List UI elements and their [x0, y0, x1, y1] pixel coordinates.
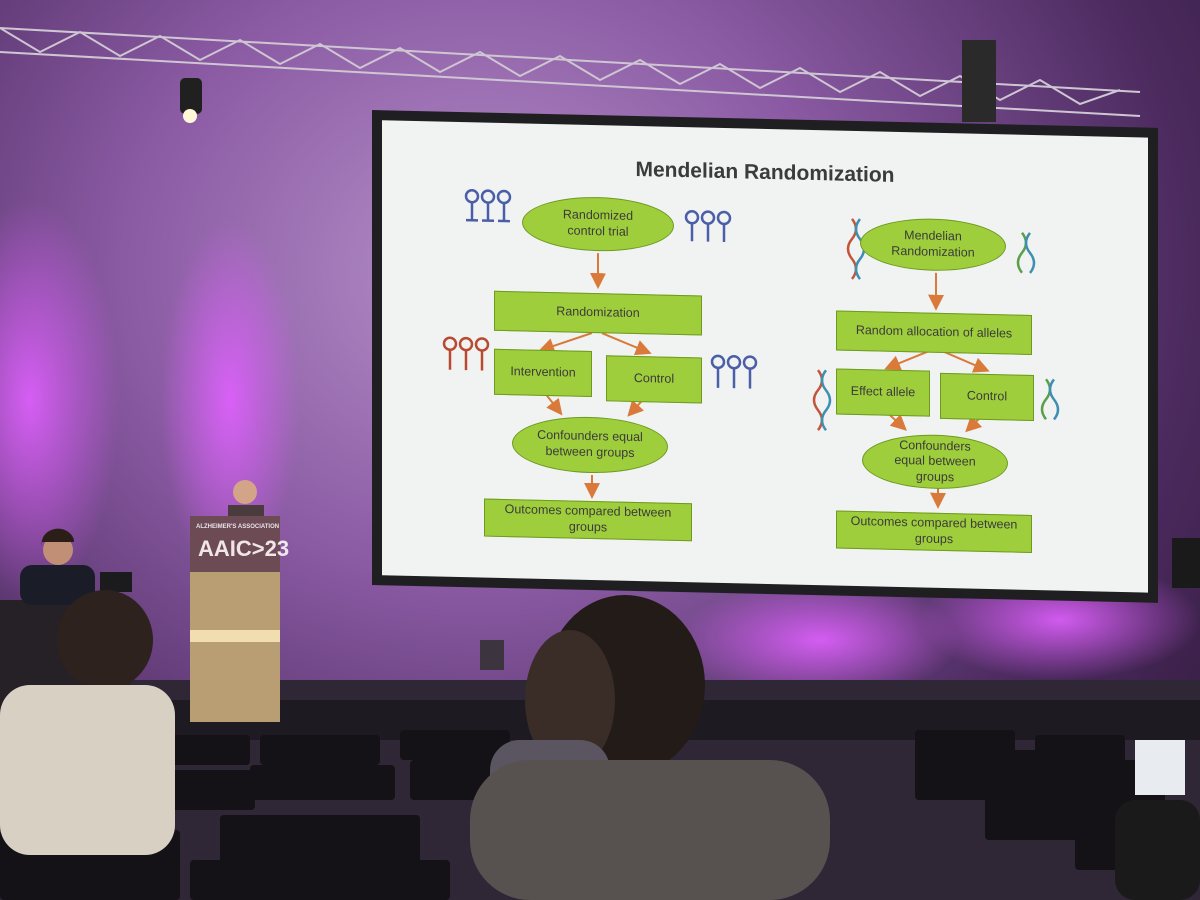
outcomes-box-right: Outcomes compared between groups	[836, 510, 1032, 553]
people-icon-blue-right	[684, 210, 732, 243]
control-box-right: Control	[940, 372, 1034, 422]
diagram-arrows	[442, 189, 1060, 509]
dna-icon	[812, 218, 1060, 432]
audience-members	[0, 590, 1200, 900]
people-icon-red	[442, 336, 490, 371]
speaker-cabinet	[962, 40, 996, 122]
allocation-box: Random allocation of alleles	[836, 310, 1032, 355]
lighting-truss	[0, 27, 1141, 117]
audience-chairs	[0, 730, 1165, 900]
randomization-box: Randomization	[494, 290, 702, 336]
outcomes-box-left: Outcomes compared between groups	[484, 498, 692, 542]
intervention-box: Intervention	[494, 348, 592, 397]
podium-logo: AAIC>23	[198, 536, 290, 561]
control-box-left: Control	[606, 355, 702, 404]
people-icon-blue-left	[464, 189, 512, 223]
effect-allele-box: Effect allele	[836, 368, 930, 417]
speaker-head	[233, 480, 257, 504]
spotlight	[180, 78, 202, 114]
slide: Mendelian Randomization	[382, 120, 1148, 593]
panelist-body	[20, 565, 95, 605]
people-icon-blue-control	[710, 354, 758, 389]
podium-org-label: ALZHEIMER'S ASSOCIATION	[196, 524, 280, 530]
podium	[190, 516, 280, 722]
panelist-head	[43, 535, 73, 565]
projection-screen: Mendelian Randomization	[372, 110, 1158, 603]
